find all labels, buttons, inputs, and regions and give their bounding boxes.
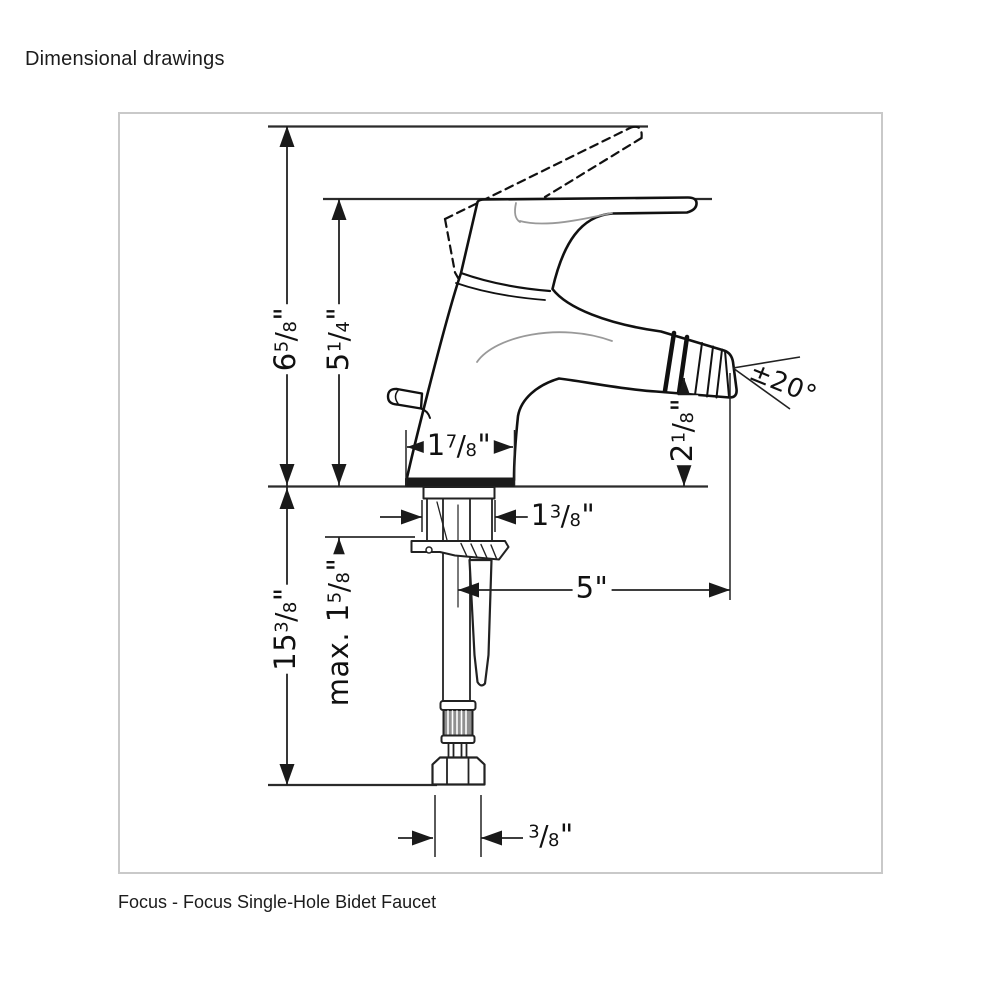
dim-label-shank-width: 13/8" — [527, 501, 599, 531]
popup-rod-tube — [468, 558, 493, 687]
base-collar — [422, 486, 496, 500]
dim-label-base-width: 17/8" — [423, 431, 495, 461]
aerator — [662, 330, 730, 399]
extension-lines — [405, 373, 731, 857]
body-top-line — [455, 282, 546, 301]
drawing-caption: Focus - Focus Single-Hole Bidet Faucet — [118, 892, 437, 912]
supply-nut — [431, 756, 486, 786]
drain-control-lever — [386, 387, 431, 419]
handle-joint-line — [459, 271, 552, 293]
dim-label-supply-size: 3/8" — [525, 821, 577, 851]
dim-label-spout-reach: 5" — [572, 573, 612, 603]
inner-detail-lines — [476, 202, 613, 363]
base-plate — [405, 477, 515, 487]
dim-label-total-height: 65/8" — [268, 303, 302, 375]
faucet-body-group — [386, 125, 738, 786]
dim-label-handle-height: 51/4" — [321, 303, 355, 375]
angle-fan — [732, 356, 801, 410]
braid-top-flange — [439, 700, 477, 711]
dim-label-spout-height: 21/8" — [665, 394, 699, 466]
dim-label-riser-length: 153/8" — [268, 584, 302, 674]
supply-hose-assembly — [431, 700, 486, 786]
dim-label-max-deck-thickness: max. 15/8" — [321, 554, 355, 710]
braid-bottom-flange — [440, 734, 476, 744]
faucet-silhouette — [405, 196, 738, 482]
dimension-arrows — [279, 126, 730, 846]
mounting-flange — [410, 540, 510, 561]
page-title: Dimensional drawings — [25, 48, 225, 70]
drawing-canvas — [118, 112, 883, 874]
